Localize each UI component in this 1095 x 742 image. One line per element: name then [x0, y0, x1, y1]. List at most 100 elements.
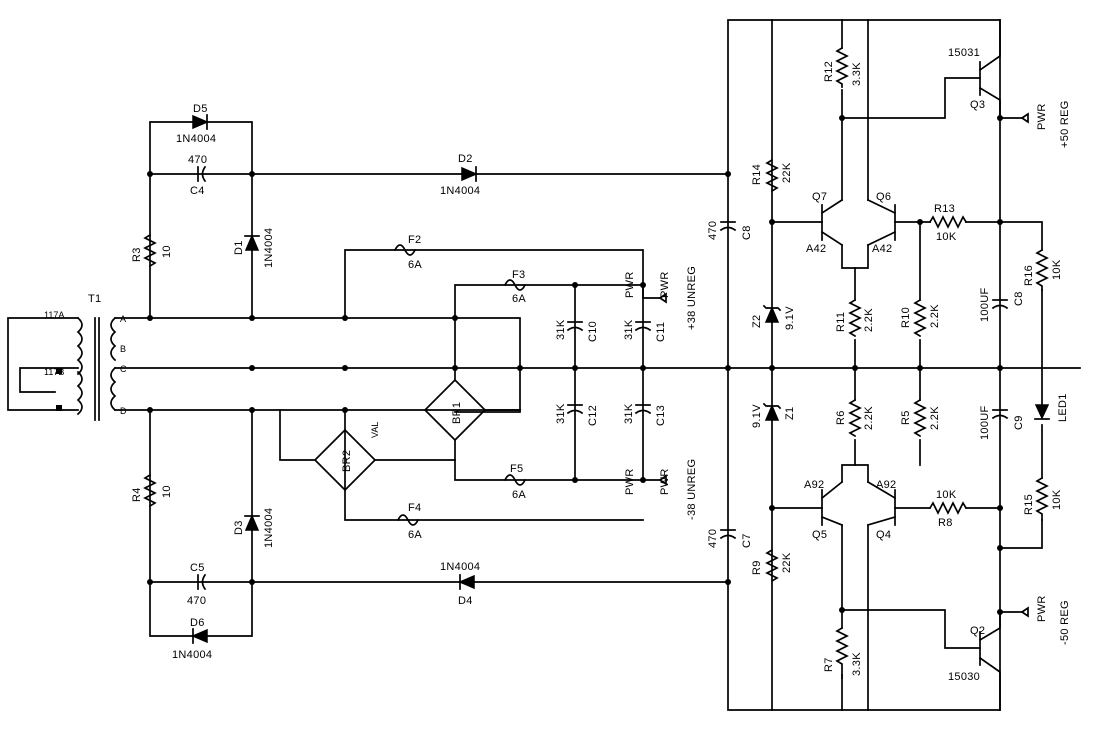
junction-dots	[147, 115, 1003, 615]
transistor-q6: Q6 A42	[866, 191, 897, 255]
br1-ref: BR1	[451, 402, 463, 424]
r6-ref: R6	[835, 410, 847, 425]
fuse-f4: F4 6A	[396, 502, 422, 541]
r11-ref: R11	[835, 312, 847, 332]
r14-value: 22K	[781, 162, 793, 183]
t1-sec-d: D	[120, 406, 127, 416]
z2-value: 9.1V	[784, 306, 796, 330]
t1-label: T1	[88, 293, 101, 305]
d3-part: 1N4004	[263, 508, 275, 548]
zener-z1: 9.1V Z1	[751, 402, 796, 428]
t1-tap-117b: 117B	[44, 367, 64, 377]
capacitor-c8-100uf: 100UF C8	[979, 287, 1025, 322]
f4-ref: F4	[408, 502, 421, 514]
capacitor-c9: 100UF C9	[979, 405, 1025, 440]
r16-ref: R16	[1023, 265, 1035, 286]
r12-value: 3.3K	[851, 62, 863, 86]
d5-part: 1N4004	[176, 133, 216, 145]
q2-part: 15030	[948, 671, 980, 683]
c8b-value: 100UF	[979, 287, 991, 322]
f4-value: 6A	[408, 529, 422, 541]
pwr-label-minus38: PWR	[659, 468, 671, 495]
transistor-q3: 15031 Q3	[948, 19, 1001, 119]
r8-ref: R8	[938, 517, 953, 529]
pwr-label-minus50: PWR	[1036, 595, 1048, 622]
d1-part: 1N4004	[263, 228, 275, 268]
q6-part: A42	[872, 243, 892, 255]
resistor-r9: R9 22K	[751, 548, 793, 583]
r9-ref: R9	[751, 560, 763, 575]
c10-value: 31K	[555, 319, 567, 340]
transistor-q2: Q2 15030	[948, 611, 1001, 711]
r5-value: 2.2K	[929, 406, 941, 430]
resistor-r10: R10 2.2K	[900, 298, 941, 338]
c4-ref: C4	[190, 185, 205, 197]
c13-value: 31K	[623, 403, 635, 424]
d4-ref: D4	[458, 595, 473, 607]
resistor-r13: R13 10K	[928, 203, 968, 243]
z1-value: 9.1V	[751, 404, 763, 428]
c13-ref: C13	[655, 405, 667, 426]
rail-plus38: PWR PWR +38 UNREG	[624, 266, 698, 330]
r15-value: 10K	[1051, 489, 1063, 510]
transformer-t1: T1 117A 117B A B C D	[44, 293, 127, 421]
f5-ref: F5	[510, 463, 523, 475]
f3-ref: F3	[512, 269, 525, 281]
f2-value: 6A	[408, 259, 422, 271]
r4-value: 10	[161, 485, 173, 498]
d4-part: 1N4004	[440, 561, 480, 573]
bridge-br2: BR2 VAL	[341, 422, 380, 472]
r13-ref: R13	[934, 203, 955, 215]
c11-value: 31K	[623, 319, 635, 340]
br2-val: VAL	[370, 422, 380, 438]
pwr-label-plus50: PWR	[1036, 103, 1048, 130]
rail-minus50: PWR -50 REG	[1020, 595, 1071, 645]
r15-ref: R15	[1023, 494, 1035, 515]
r7-value: 3.3K	[851, 652, 863, 676]
capacitor-c8-470: 470 C8	[707, 221, 753, 240]
r10-value: 2.2K	[929, 304, 941, 328]
r16-value: 10K	[1051, 259, 1063, 280]
capacitor-c12: 31K C12	[555, 403, 599, 426]
c11-ref: C11	[655, 322, 667, 342]
q3-part: 15031	[948, 47, 980, 59]
r3-value: 10	[161, 245, 173, 258]
q6-ref: Q6	[876, 191, 891, 203]
q7-part: A42	[806, 243, 826, 255]
q4-part: A92	[876, 479, 896, 491]
diode-d3: D3 1N4004	[233, 508, 275, 548]
c8-value: 470	[707, 221, 719, 240]
diode-d4: 1N4004 D4	[440, 561, 480, 607]
resistor-r14: R14 22K	[751, 158, 793, 193]
capacitor-c5: C5 470	[187, 562, 207, 607]
r5-ref: R5	[900, 410, 912, 425]
resistor-r5: R5 2.2K	[900, 398, 941, 438]
rail-plus50: PWR +50 REG	[1020, 100, 1071, 148]
capacitor-c13: 31K C13	[623, 403, 667, 426]
f3-value: 6A	[512, 293, 526, 305]
d6-part: 1N4004	[172, 649, 212, 661]
rail-minus38: PWR PWR -38 UNREG	[624, 459, 698, 520]
r7-ref: R7	[823, 657, 835, 672]
resistor-r6: R6 2.2K	[835, 398, 875, 438]
resistor-r7: R7 3.3K	[823, 626, 863, 679]
minus38-unreg-label: -38 UNREG	[686, 459, 698, 520]
bridge-br1: BR1	[451, 402, 463, 424]
led-led1: LED1	[1034, 393, 1069, 422]
c5-ref: C5	[190, 562, 205, 574]
d2-ref: D2	[458, 153, 473, 165]
t1-sec-c: C	[120, 364, 127, 374]
capacitor-c7: 470 C7	[707, 529, 753, 548]
pwr-label-plus38: PWR	[659, 271, 671, 298]
fuse-f5: F5 6A	[503, 463, 527, 501]
capacitor-c4: 470 C4	[188, 154, 207, 197]
transistor-q5: A92 Q5	[804, 479, 844, 541]
t1-tap-117a: 117A	[44, 310, 64, 320]
f2-ref: F2	[408, 234, 421, 246]
r14-ref: R14	[751, 164, 763, 185]
capacitor-c10: 31K C10	[555, 319, 599, 342]
resistor-r11: R11 2.2K	[835, 298, 875, 338]
r12-ref: R12	[823, 61, 835, 82]
c12-ref: C12	[587, 405, 599, 426]
